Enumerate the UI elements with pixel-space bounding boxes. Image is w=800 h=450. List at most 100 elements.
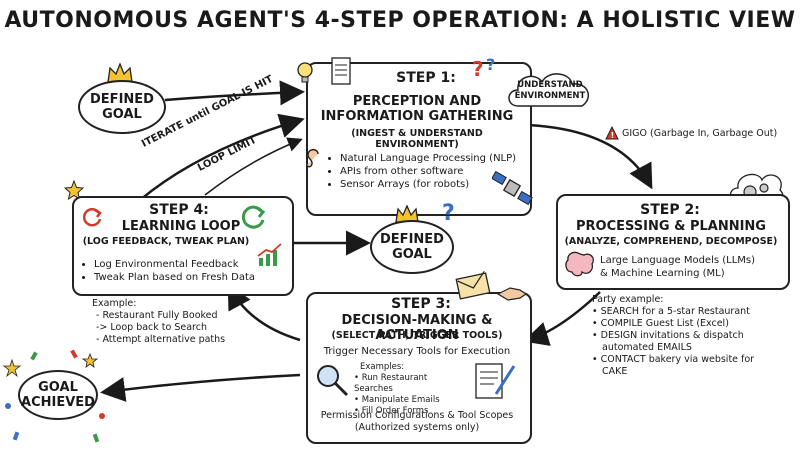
step4-bullet: Tweak Plan based on Fresh Data — [94, 271, 280, 284]
party-item: • CONTACT bakery via website for — [592, 354, 755, 365]
understand-environment-text: UNDERSTAND ENVIRONMENT — [508, 80, 592, 102]
arrow-step2-to-step3 — [523, 291, 601, 346]
defined-goal-center: DEFINED GOAL — [370, 220, 454, 274]
refresh-red-icon — [82, 208, 102, 227]
loop-example-line: - Attempt alternative paths — [96, 334, 226, 345]
step4-label: STEP 4: — [149, 202, 209, 218]
step3-example-text: Manipulate Emails — [361, 395, 440, 405]
arrow-step1-to-step2 — [527, 123, 653, 190]
step1-bullet: Sensor Arrays (for robots) — [340, 178, 526, 191]
question-marks-icon: ? ? — [472, 55, 495, 81]
step3-example: • Manipulate Emails — [354, 395, 440, 405]
svg-text:!: ! — [611, 131, 615, 140]
step4-subtitle: (LOG FEEDBACK, TWEAK PLAN) — [82, 236, 250, 247]
party-item-cont: automated EMAILS — [602, 342, 692, 353]
party-item-cont: CAKE — [602, 366, 628, 377]
step3-examples-label: Examples: — [360, 362, 405, 372]
svg-text:?: ? — [442, 201, 455, 224]
goal-achieved-line2: ACHIEVED — [21, 395, 95, 410]
step3-example-text: Run Restaurant Searches — [354, 373, 428, 394]
step1-bullet: APIs from other software — [340, 165, 526, 178]
step3-example-text: Fill Order Forms — [361, 406, 429, 416]
crown-icon — [107, 62, 133, 83]
party-example: Party example: • SEARCH for a 5-star Res… — [586, 294, 796, 378]
satellite-icon — [492, 170, 533, 206]
document-icon — [331, 57, 351, 85]
defined-goal-top: DEFINED GOAL — [78, 80, 166, 134]
party-item: • SEARCH for a 5-star Restaurant — [592, 306, 750, 317]
step2-line2: & Machine Learning (ML) — [600, 268, 725, 279]
page-title: AUTONOMOUS AGENT'S 4-STEP OPERATION: A H… — [4, 8, 796, 33]
step1-heading-line2: INFORMATION GATHERING — [320, 109, 514, 124]
party-item: • DESIGN invitations & dispatch — [592, 330, 744, 341]
step2-text: Large Language Models (LLMs) & Machine L… — [600, 254, 784, 280]
step2-heading: PROCESSING & PLANNING — [576, 219, 766, 234]
party-item: • COMPILE Guest List (Excel) — [592, 318, 729, 329]
defined-goal-top-line2: GOAL — [102, 107, 142, 122]
step3-heading: DECISION-MAKING & ACTUATION — [341, 313, 493, 343]
goal-achieved-line1: GOAL — [38, 380, 78, 395]
step2-box — [556, 194, 790, 290]
defined-goal-center-line2: GOAL — [392, 247, 432, 262]
step3-label: STEP 3: — [391, 296, 451, 312]
envelope-icon — [455, 271, 491, 300]
question-mark-icon: ? — [442, 201, 455, 224]
step1-heading: PERCEPTION AND INFORMATION GATHERING — [310, 94, 524, 124]
step1-box — [306, 62, 532, 216]
step3-trigger: Trigger Necessary Tools for Execution — [323, 346, 511, 357]
step3-example: • Run Restaurant Searches — [354, 373, 428, 394]
loop-example-line: -> Loop back to Search — [96, 322, 207, 333]
loop-example-label: Example: — [92, 298, 137, 309]
step3-permissions: Permission Configurations & Tool Scopes … — [310, 410, 524, 434]
step1-bullets: Natural Language Processing (NLP) APIs f… — [326, 152, 526, 191]
svg-text:?: ? — [472, 57, 484, 81]
growth-chart-icon — [257, 243, 282, 266]
step2-label: STEP 2: — [640, 202, 700, 218]
party-item-text: DESIGN invitations & dispatch — [600, 330, 744, 341]
step2-line1: Large Language Models (LLMs) — [600, 255, 756, 266]
arrow-step3-to-achieved — [100, 373, 301, 402]
step3-permission-line1: Permission Configurations & Tool Scopes — [320, 410, 514, 421]
step4-bullets: Log Environmental Feedback Tweak Plan ba… — [80, 258, 280, 284]
loop-example: Example: - Restaurant Fully Booked -> Lo… — [86, 298, 266, 346]
understand-environment-cloud — [508, 73, 590, 107]
gigo-note: GIGO (Garbage In, Garbage Out) — [622, 128, 778, 139]
understand-env-line2: ENVIRONMENT — [514, 91, 586, 101]
loop-example-line: - Restaurant Fully Booked — [96, 310, 218, 321]
magnifying-glass-icon — [317, 365, 349, 397]
defined-goal-center-line1: DEFINED — [380, 232, 444, 247]
step4-bullet: Log Environmental Feedback — [94, 258, 280, 271]
step3-examples: Examples: • Run Restaurant Searches • Ma… — [354, 362, 464, 417]
party-item-text: CONTACT bakery via website for — [600, 354, 755, 365]
party-item-text: COMPILE Guest List (Excel) — [600, 318, 729, 329]
refresh-green-icon — [241, 205, 266, 229]
brain-icon — [565, 251, 594, 277]
goal-achieved: GOAL ACHIEVED — [18, 370, 98, 420]
step1-bullet: Natural Language Processing (NLP) — [340, 152, 526, 165]
ear-icon — [306, 148, 319, 168]
step2-subtitle: (ANALYZE, COMPREHEND, DECOMPOSE) — [564, 236, 778, 247]
step3-permission-line2: (Authorized systems only) — [354, 422, 480, 433]
party-label: Party example: — [592, 294, 664, 305]
warning-icon: ! — [605, 126, 619, 140]
confetti-icon — [2, 349, 105, 443]
svg-text:?: ? — [486, 55, 495, 74]
step3-example: • Fill Order Forms — [354, 406, 429, 416]
arrow-goal-to-step1 — [164, 80, 305, 106]
defined-goal-top-line1: DEFINED — [90, 92, 154, 107]
step3-subtitle: (SELECT PATH, TRIGGER TOOLS) — [331, 330, 503, 341]
lightbulb-icon — [297, 62, 313, 83]
understand-env-line1: UNDERSTAND — [517, 80, 583, 90]
star-icon — [64, 180, 84, 200]
party-item-text: SEARCH for a 5-star Restaurant — [600, 306, 750, 317]
loop-limit-line — [204, 137, 303, 196]
step1-heading-line1: PERCEPTION AND — [352, 94, 482, 109]
step4-box — [72, 196, 294, 296]
step1-label: STEP 1: — [396, 70, 456, 86]
form-pen-icon — [475, 363, 516, 399]
hand-icon — [496, 287, 528, 301]
arrow-step4-to-step1 — [139, 113, 305, 201]
crown-icon — [395, 204, 419, 223]
step1-subtitle: (INGEST & UNDERSTAND ENVIRONMENT) — [351, 128, 483, 150]
